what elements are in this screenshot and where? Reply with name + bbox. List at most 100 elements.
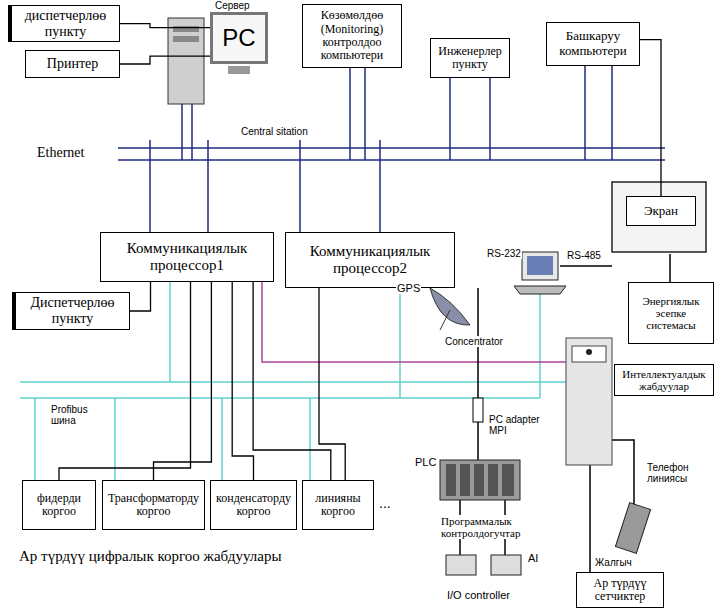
drop-line bbox=[181, 104, 183, 160]
device-box: Принтер bbox=[25, 50, 120, 78]
device-box: Экран bbox=[626, 196, 696, 226]
box-text: Диспетчерлөө пункту bbox=[20, 295, 125, 326]
bus-line bbox=[118, 147, 665, 149]
rs232-line bbox=[477, 288, 479, 462]
box-text: Көзөмөлдөө (Monitoring) контролдоо компь… bbox=[307, 9, 397, 63]
gps-dish bbox=[430, 288, 470, 330]
annotation-label: Жалгыч bbox=[594, 557, 633, 568]
sensor-line bbox=[589, 465, 591, 572]
annotation-label: Сервер bbox=[214, 0, 251, 11]
device-box: линияны коргоо bbox=[302, 480, 374, 530]
annotation-label: PC adapter MPI bbox=[488, 414, 542, 436]
device-box: диспетчерлөө пункту bbox=[8, 5, 120, 42]
device-box: Коммуникациялык процессор1 bbox=[100, 232, 274, 282]
monitor-stand bbox=[228, 66, 250, 74]
screen-line bbox=[669, 254, 671, 282]
annotation-label: Ethernet bbox=[36, 145, 85, 160]
box-text: Экран bbox=[644, 204, 678, 219]
drop-line bbox=[584, 66, 586, 160]
drop-line bbox=[399, 288, 401, 398]
box-text: конденсаторду коргоо bbox=[215, 492, 292, 519]
connector-line bbox=[154, 282, 212, 480]
device-box: Башкаруу компьютери bbox=[546, 22, 640, 66]
phone-line bbox=[612, 440, 634, 505]
dish bbox=[430, 288, 470, 325]
plc-module bbox=[502, 464, 514, 496]
drop-line bbox=[449, 78, 451, 160]
modem-device bbox=[615, 503, 650, 554]
drop-line bbox=[489, 78, 491, 160]
box-text: диспетчерлөө пункту bbox=[16, 8, 115, 39]
plc-module bbox=[460, 464, 470, 496]
box-text: PC bbox=[222, 25, 255, 52]
box-text: Башкаруу компьютери bbox=[551, 29, 635, 58]
box-text: Трансформаторду коргоо bbox=[107, 492, 200, 519]
device-box: Диспетчерлөө пункту bbox=[12, 292, 130, 330]
dish-mount bbox=[440, 310, 450, 330]
plc-body bbox=[440, 460, 520, 500]
connector-line bbox=[120, 56, 210, 64]
screen-monitor bbox=[612, 182, 706, 252]
box-text: Коммуникациялык процессор2 bbox=[290, 243, 450, 277]
adapter-symbol bbox=[473, 398, 483, 422]
box-text: Энергиялык эсепке системасы bbox=[633, 295, 709, 332]
pc-monitor bbox=[522, 252, 558, 280]
drop-line bbox=[221, 398, 223, 480]
annotation-label: Программалык контролдогучтар bbox=[440, 515, 572, 539]
drive-bay bbox=[173, 36, 199, 42]
meter-body bbox=[566, 338, 612, 465]
meter-display bbox=[572, 346, 606, 362]
drop-line bbox=[149, 140, 151, 232]
pc-screen bbox=[527, 256, 553, 275]
io-module bbox=[446, 555, 476, 575]
annotation-label: I/O controller bbox=[446, 589, 511, 601]
monitor-frame bbox=[612, 182, 706, 252]
annotation-label: RS-485 bbox=[566, 250, 602, 261]
annotation-label: AI bbox=[527, 552, 539, 564]
plc-module bbox=[474, 464, 484, 496]
box-text: Принтер bbox=[47, 56, 98, 72]
connector-line bbox=[232, 282, 253, 480]
annotation-label: Concentrator bbox=[444, 336, 504, 347]
annotation-label: GPS bbox=[396, 282, 421, 294]
connector-line bbox=[120, 24, 210, 28]
device-box: конденсаторду коргоо bbox=[210, 480, 297, 530]
box-text: Ар түрдүү сетчиктер bbox=[581, 577, 659, 604]
annotation-label: Central sitation bbox=[240, 126, 309, 137]
drop-line bbox=[191, 104, 193, 160]
annotation-label: Ар түрдүү цифралык коргоо жабдуулары bbox=[18, 548, 283, 565]
box-text: Инженерлер пункту bbox=[435, 45, 505, 72]
annotation-label: RS-232 bbox=[486, 248, 522, 259]
device-box: Интеллектуалдык жабдуулар bbox=[614, 364, 714, 396]
annotation-label: PLC bbox=[414, 456, 437, 468]
bus-line bbox=[20, 381, 566, 383]
box-text: фидерди коргоо bbox=[27, 492, 91, 519]
box-text: линияны коргоо bbox=[307, 492, 369, 519]
drop-line bbox=[349, 68, 351, 160]
tower-case bbox=[168, 18, 204, 104]
energy-meter bbox=[566, 338, 612, 465]
drop-line bbox=[539, 290, 541, 398]
io-module bbox=[491, 555, 521, 575]
device-box: Көзөмөлдөө (Monitoring) контролдоо компь… bbox=[302, 4, 402, 68]
plc-module bbox=[488, 464, 498, 496]
device-box: Энергиялык эсепке системасы bbox=[628, 282, 714, 344]
drop-line bbox=[207, 140, 209, 232]
drop-line bbox=[299, 140, 301, 232]
purple-link bbox=[262, 282, 566, 362]
device-box: Ар түрдүү сетчиктер bbox=[576, 572, 664, 608]
box-text: Интеллектуалдык жабдуулар bbox=[619, 368, 709, 393]
connector-line bbox=[130, 282, 151, 311]
box-text: Коммуникациялык процессор1 bbox=[105, 240, 269, 274]
annotation-label: Profibus шина bbox=[50, 404, 108, 426]
pc-keyboard bbox=[514, 286, 566, 294]
drop-line bbox=[364, 68, 366, 160]
drop-line bbox=[169, 282, 171, 382]
device-box: Трансформаторду коргоо bbox=[102, 480, 205, 530]
device-box: фидерди коргоо bbox=[22, 480, 96, 530]
device-box: PC bbox=[210, 12, 268, 64]
connector-line bbox=[319, 288, 345, 480]
bus-line bbox=[20, 397, 540, 399]
